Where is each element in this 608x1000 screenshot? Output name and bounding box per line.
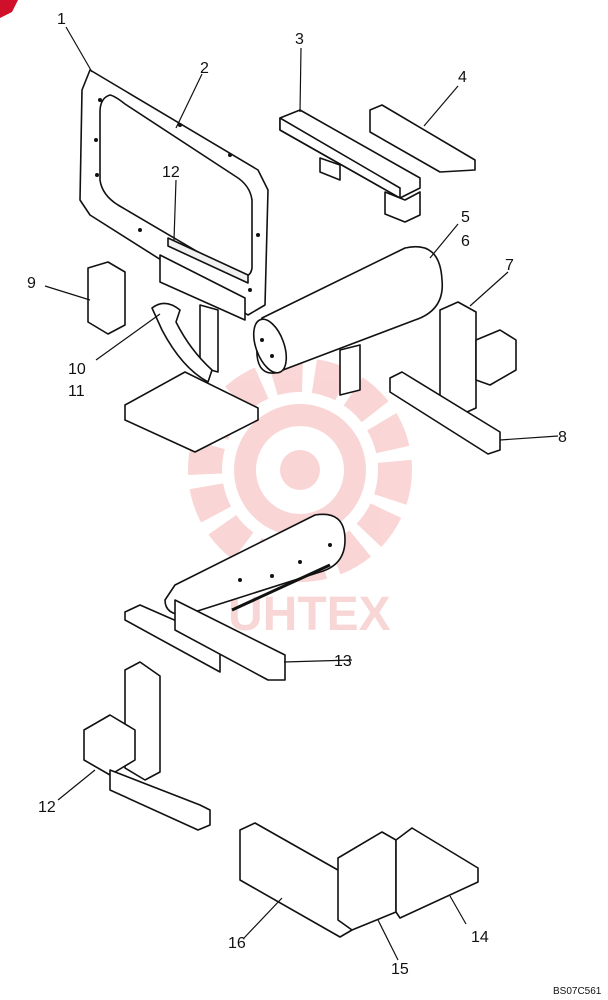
part-wedge-4 bbox=[369, 104, 476, 173]
callout-12-lower: 12 bbox=[38, 799, 56, 816]
part-t-stand bbox=[389, 301, 517, 455]
watermark-text: UHTEX bbox=[228, 588, 391, 641]
callout-4: 4 bbox=[458, 69, 467, 86]
callout-5: 5 bbox=[461, 209, 470, 226]
callout-9: 9 bbox=[27, 275, 36, 292]
callout-7: 7 bbox=[505, 257, 514, 274]
callout-13: 13 bbox=[334, 653, 352, 670]
figure-code: BS07C561 bbox=[553, 986, 602, 997]
callout-15: 15 bbox=[391, 961, 409, 978]
part-bottom-blocks bbox=[239, 822, 479, 938]
callout-8: 8 bbox=[558, 429, 567, 446]
part-hose bbox=[151, 302, 213, 383]
part-strip-upper bbox=[167, 237, 249, 284]
part-t-stand-lower bbox=[83, 661, 211, 831]
callout-3: 3 bbox=[295, 31, 304, 48]
callout-1: 1 bbox=[57, 11, 66, 28]
corner-mark-icon bbox=[0, 0, 18, 18]
part-block-9 bbox=[87, 261, 126, 335]
callout-12-upper: 12 bbox=[162, 164, 180, 181]
callout-10: 10 bbox=[68, 361, 86, 378]
callout-2: 2 bbox=[200, 60, 209, 77]
part-block-3 bbox=[279, 109, 421, 223]
callout-11: 11 bbox=[68, 383, 85, 400]
callout-16: 16 bbox=[228, 935, 246, 952]
part-lower-assembly bbox=[124, 513, 346, 681]
callout-6: 6 bbox=[461, 233, 470, 250]
part-support-post bbox=[124, 254, 361, 453]
callout-14: 14 bbox=[471, 929, 489, 946]
part-cylinder bbox=[252, 246, 444, 374]
leader-lines bbox=[44, 26, 559, 961]
